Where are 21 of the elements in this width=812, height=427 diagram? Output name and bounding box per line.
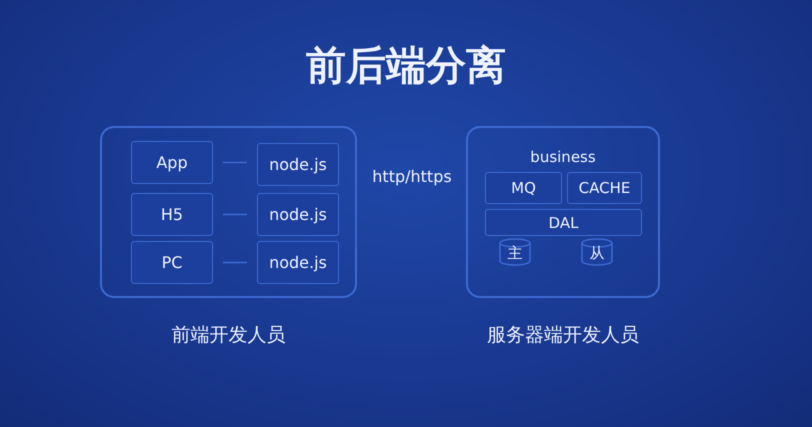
connector-line — [223, 262, 247, 264]
title: 前后端分离 — [305, 42, 507, 91]
group-panel — [100, 126, 357, 298]
panel-heading: business — [530, 148, 596, 166]
component-box: MQ — [485, 172, 562, 204]
protocol-label: http/https — [371, 167, 453, 186]
component-box: CACHE — [567, 172, 642, 204]
component-box: node.js — [257, 241, 339, 284]
database-cylinder: 主 — [499, 238, 531, 266]
group-caption: 服务器端开发人员 — [486, 323, 640, 348]
component-box: App — [131, 141, 213, 184]
component-box: node.js — [257, 193, 339, 236]
group-caption: 前端开发人员 — [170, 323, 286, 348]
component-box: H5 — [131, 193, 213, 236]
connector-line — [223, 162, 247, 164]
component-box: DAL — [485, 209, 642, 236]
group-panel — [466, 126, 660, 298]
database-cylinder: 从 — [581, 238, 613, 266]
component-box: node.js — [257, 143, 339, 186]
connector-line — [223, 214, 247, 216]
component-box: PC — [131, 241, 213, 284]
